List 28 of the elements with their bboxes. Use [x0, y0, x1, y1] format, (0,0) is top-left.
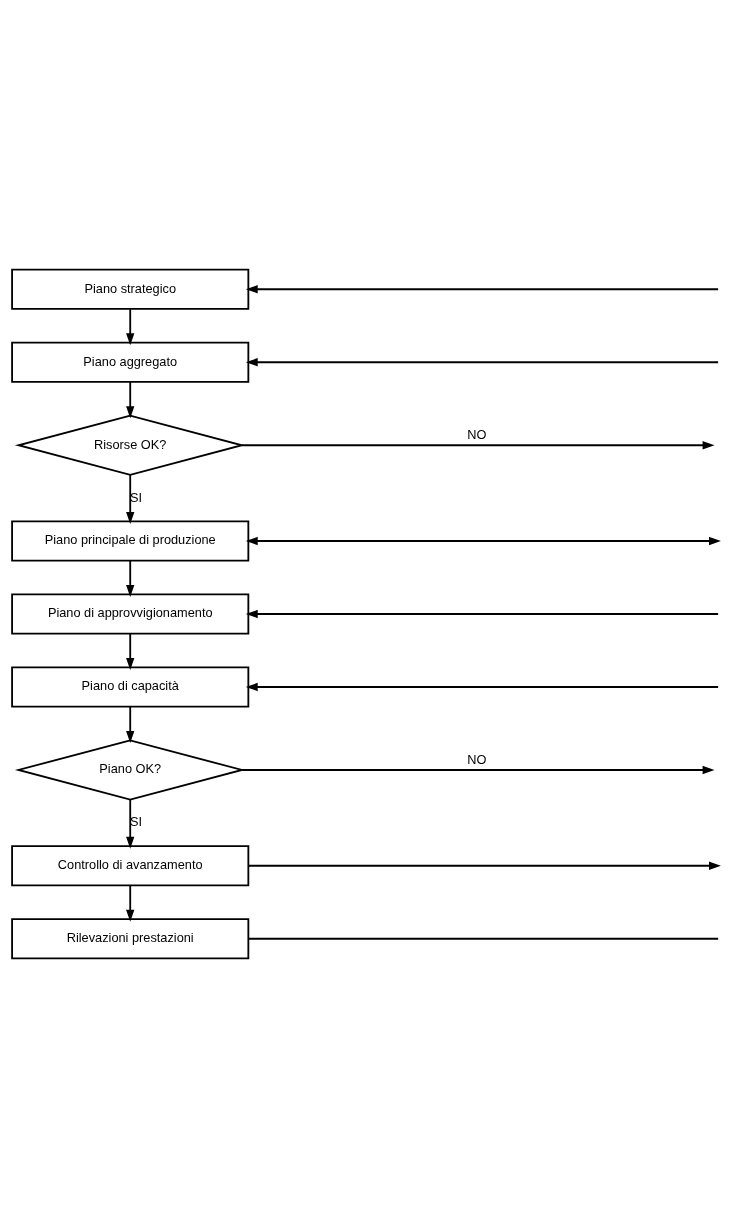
arrow	[126, 632, 135, 670]
node-box: Controllo di avanzamento	[11, 844, 250, 886]
edge-label: NO	[467, 751, 487, 767]
arrow	[245, 357, 720, 366]
node-box: Piano di approvvigionamento	[11, 593, 250, 634]
arrow	[126, 705, 135, 743]
node-box: Piano aggregato	[11, 341, 250, 383]
edge-label: NO	[467, 426, 487, 442]
node-box: Piano strategico	[11, 268, 250, 310]
arrow	[245, 682, 720, 691]
node-box: Piano principale di produzione	[11, 520, 250, 562]
arrow	[245, 536, 721, 545]
node-box: Rilevazioni prestazioni	[11, 917, 250, 959]
arrow	[126, 798, 135, 849]
arrow	[241, 440, 715, 449]
arrow	[241, 765, 715, 774]
arrow	[126, 473, 135, 524]
arrow	[126, 884, 135, 922]
edge-label: SI	[130, 489, 143, 505]
node-box: Piano di capacità	[11, 665, 250, 707]
arrow	[126, 380, 135, 418]
arrow	[126, 559, 135, 597]
arrow	[245, 609, 720, 618]
edge-label: SI	[130, 813, 143, 829]
arrow	[247, 861, 721, 870]
arrow	[126, 307, 135, 345]
connector	[247, 937, 720, 940]
arrow	[245, 284, 720, 293]
